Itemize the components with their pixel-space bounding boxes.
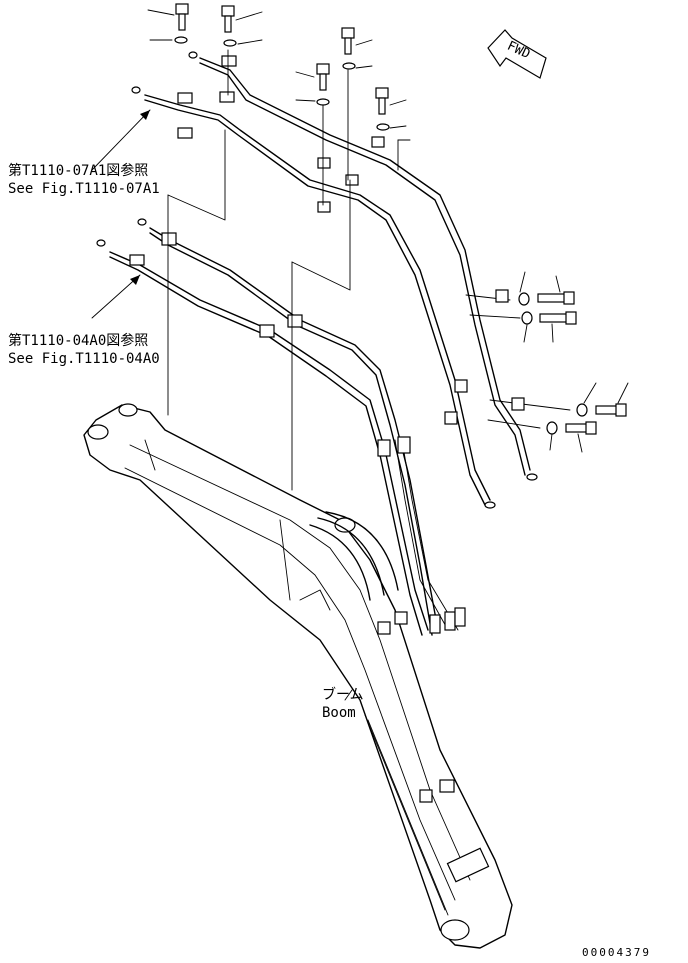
bolt [221, 5, 263, 33]
washer [576, 403, 588, 417]
reference-arrows [91, 109, 151, 319]
reference-label-en-2: See Fig.T1110-04A0 [8, 351, 160, 367]
bolt [341, 27, 373, 55]
boom-hoses [309, 511, 399, 601]
boom [83, 403, 513, 949]
bolt [537, 293, 567, 303]
bolt [595, 405, 619, 415]
reference-label-jp-1: 第T1110-07A1図参照 [8, 163, 149, 179]
bolt [539, 313, 569, 323]
washer [518, 292, 530, 306]
reference-label-jp-2: 第T1110-04A0図参照 [8, 333, 149, 349]
bolt [147, 3, 189, 31]
washer [521, 311, 533, 325]
fwd-arrow: FWD [487, 29, 547, 79]
side-bolts-and-washers [495, 271, 629, 453]
washer [223, 39, 237, 47]
washer [342, 62, 356, 70]
washer [316, 98, 330, 106]
bolts-and-washers [147, 3, 407, 131]
bolt [565, 423, 589, 433]
washer [174, 36, 188, 44]
boom-label-en: Boom [322, 705, 356, 721]
reference-label-en-1: See Fig.T1110-07A1 [8, 181, 160, 197]
assembly-lines [167, 49, 571, 491]
drawing-number: 00004379 [582, 946, 651, 959]
boom-label-jp: ブーム [322, 687, 364, 703]
lower-pipes [96, 218, 466, 636]
bolt [295, 63, 330, 91]
washer [376, 123, 390, 131]
bolt [375, 87, 407, 115]
upper-pipes [131, 51, 538, 509]
boom-leader [344, 689, 353, 701]
washer [546, 421, 558, 435]
